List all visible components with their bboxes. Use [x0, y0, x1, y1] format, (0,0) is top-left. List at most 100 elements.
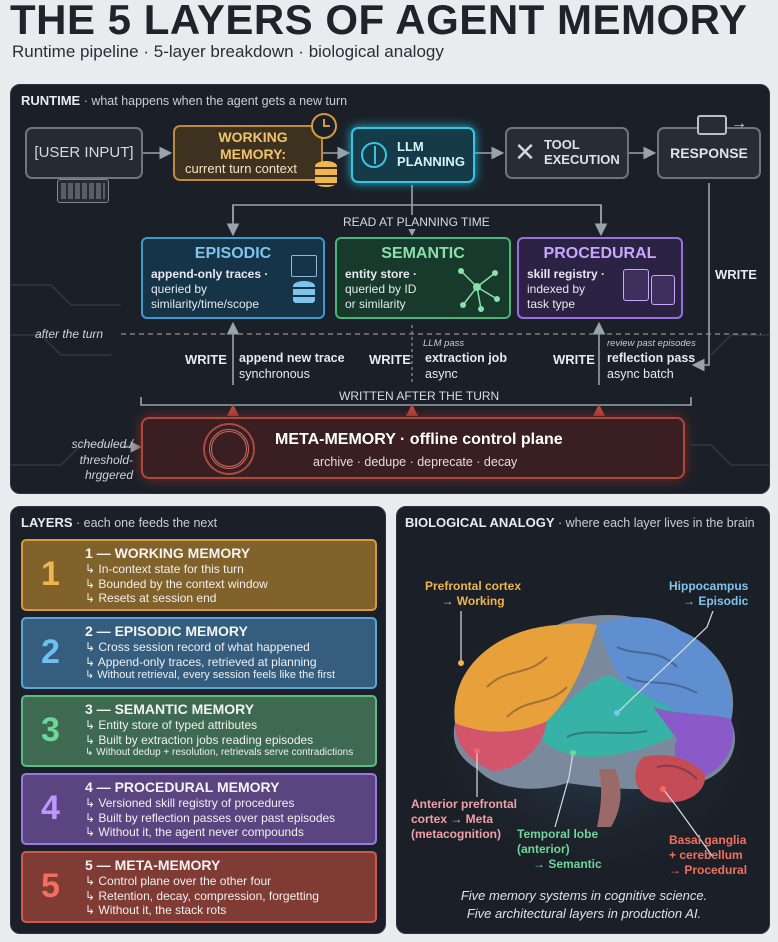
send-arrow-icon: →: [731, 115, 747, 132]
read-at-planning-label: READ AT PLANNING TIME: [337, 215, 496, 229]
callout-lines: [460, 610, 714, 858]
episodic-title: EPISODIC: [194, 245, 272, 262]
user-input-label: [USER INPUT]: [34, 144, 134, 162]
episodic-write-d1: append new trace: [239, 351, 345, 365]
prefrontal-region: [454, 623, 597, 732]
procedural-write-note: review past episodes: [607, 338, 696, 349]
prefrontal-label-1: Prefrontal cortex: [425, 579, 522, 593]
procedural-line-1: skill registry ·: [527, 267, 606, 281]
execution-label: EXECUTION: [543, 152, 620, 167]
meta-memory-node: META-MEMORY · offline control plane arch…: [141, 417, 685, 479]
episodic-line-3: similarity/time/scope: [151, 297, 260, 311]
wrench-screwdriver-icon: ✕: [514, 137, 536, 168]
occipital-region: [653, 707, 734, 781]
basal-label-1: Basal ganglia: [669, 833, 747, 847]
planning-label: PLANNING: [397, 154, 465, 169]
layer-title: 5 — META-MEMORY: [85, 857, 221, 873]
procedural-write-d1: reflection pass: [607, 351, 696, 365]
graph-network-icon: [458, 268, 500, 312]
basal-ganglia-label: Basal ganglia+ cerebellum→ Procedural: [669, 833, 747, 878]
episodic-line-1: append-only traces ·: [151, 267, 269, 281]
episodic-write-d2: synchronous: [239, 366, 310, 381]
semantic-write-d1: extraction job: [425, 351, 507, 365]
layer-number: 1: [41, 555, 60, 593]
procedural-line-2: indexed by: [527, 282, 586, 296]
bio-title: BIOLOGICAL ANALOGY: [405, 515, 555, 530]
bio-panel: BIOLOGICAL ANALOGY · where each layer li…: [396, 506, 770, 934]
semantic-title: SEMANTIC: [381, 245, 465, 262]
layer-number: 3: [41, 711, 60, 749]
bio-footer-1: Five memory systems in cognitive science…: [460, 888, 708, 903]
layer-line: ↳ Built by extraction jobs reading episo…: [85, 732, 314, 747]
procedural-write-d2: async batch: [607, 366, 674, 381]
bio-title-desc: · where each layer lives in the brain: [554, 516, 755, 530]
layer-card-meta: 5 5 — META-MEMORY ↳ Control plane over t…: [21, 851, 377, 923]
semantic-write-d2: async: [425, 366, 458, 381]
keyboard-icon: [57, 179, 109, 203]
layer-line: ↳ Control plane over the other four: [85, 874, 272, 888]
layer-line: ↳ Versioned skill registry of procedures: [85, 796, 295, 810]
working-memory-node: WORKING MEMORY: current turn context: [173, 125, 323, 181]
semantic-line-2: queried by ID: [345, 282, 417, 296]
layer-card-semantic: 3 3 — SEMANTIC MEMORY ↳ Entity store of …: [21, 695, 377, 767]
layer-line: ↳ Resets at session end: [85, 591, 217, 606]
layer-number: 5: [41, 867, 60, 905]
layer-line: ↳ Without dedup + resolution, retrievals…: [85, 747, 354, 759]
layer-line: ↳ Append-only traces, retrieved at plann…: [85, 654, 317, 669]
layer-line: ↳ Built by reflection passes over past e…: [85, 810, 336, 825]
temporal-label-2: (anterior): [517, 842, 570, 856]
anterior-label-1: Anterior prefrontal: [411, 797, 518, 811]
layer-line: ↳ Cross session record of what happened: [85, 640, 310, 654]
page-subtitle: Runtime pipeline · 5-layer breakdown · b…: [12, 42, 444, 61]
chat-bubble-icon: [697, 115, 727, 135]
hippocampus-label-1: Hippocampus: [669, 579, 749, 593]
layer-line: ↳ Retention, decay, compression, forgett…: [85, 888, 319, 903]
meta-trigger-1: scheduled /: [71, 437, 133, 451]
semantic-line-1: entity store ·: [345, 267, 418, 281]
write-right-label: WRITE: [715, 267, 757, 282]
layers-title: LAYERS: [21, 515, 73, 530]
temporal-label-3: → Semantic: [533, 857, 602, 871]
brain-illustration: [423, 603, 763, 883]
anterior-label-3: (metacognition): [411, 827, 501, 841]
database-icon: [315, 161, 337, 187]
document-stack-icon: [623, 269, 649, 301]
runtime-panel: RUNTIME · what happens when the agent ge…: [10, 84, 770, 494]
hippocampus-label-2: → Episodic: [683, 594, 749, 608]
semantic-line-3: or similarity: [345, 297, 406, 311]
working-memory-title: WORKING MEMORY:: [218, 129, 288, 162]
layer-number: 2: [41, 633, 60, 671]
basal-label-2: + cerebellum: [669, 848, 743, 862]
written-after-turn-label: WRITTEN AFTER THE TURN: [333, 389, 506, 403]
meta-memory-title: META-MEMORY · offline control plane: [275, 431, 563, 448]
prefrontal-label: Prefrontal cortex→ Working: [425, 579, 521, 609]
user-input-node: [USER INPUT]: [25, 127, 143, 179]
procedural-write-label: WRITE: [553, 352, 595, 367]
layer-card-procedural: 4 4 — PROCEDURAL MEMORY ↳ Versioned skil…: [21, 773, 377, 845]
episodic-line-2: queried by: [151, 282, 208, 296]
layer-card-episodic: 2 2 — EPISODIC MEMORY ↳ Cross session re…: [21, 617, 377, 689]
temporal-label: Temporal lobe(anterior)→ Semantic: [517, 827, 602, 872]
anterior-prefrontal-region: [455, 721, 547, 771]
bio-footer-2: Five architectural layers in production …: [466, 905, 702, 921]
hippocampus-label: Hippocampus→ Episodic: [669, 579, 748, 609]
clock-icon: [311, 113, 337, 139]
llm-label: LLM: [397, 139, 424, 155]
page-title: THE 5 LAYERS OF AGENT MEMORY: [10, 0, 748, 43]
runtime-connectors: [11, 146, 769, 466]
brain-folds: [486, 646, 698, 780]
flowchart-icon: [651, 275, 675, 305]
layer-line: ↳ Without retrieval, every session feels…: [85, 669, 336, 682]
brain-chip-icon: [361, 142, 388, 168]
working-memory-desc: current turn context: [185, 160, 297, 176]
layers-section-title: LAYERS · each one feeds the next: [21, 515, 217, 530]
after-turn-label: after the turn: [35, 327, 104, 341]
